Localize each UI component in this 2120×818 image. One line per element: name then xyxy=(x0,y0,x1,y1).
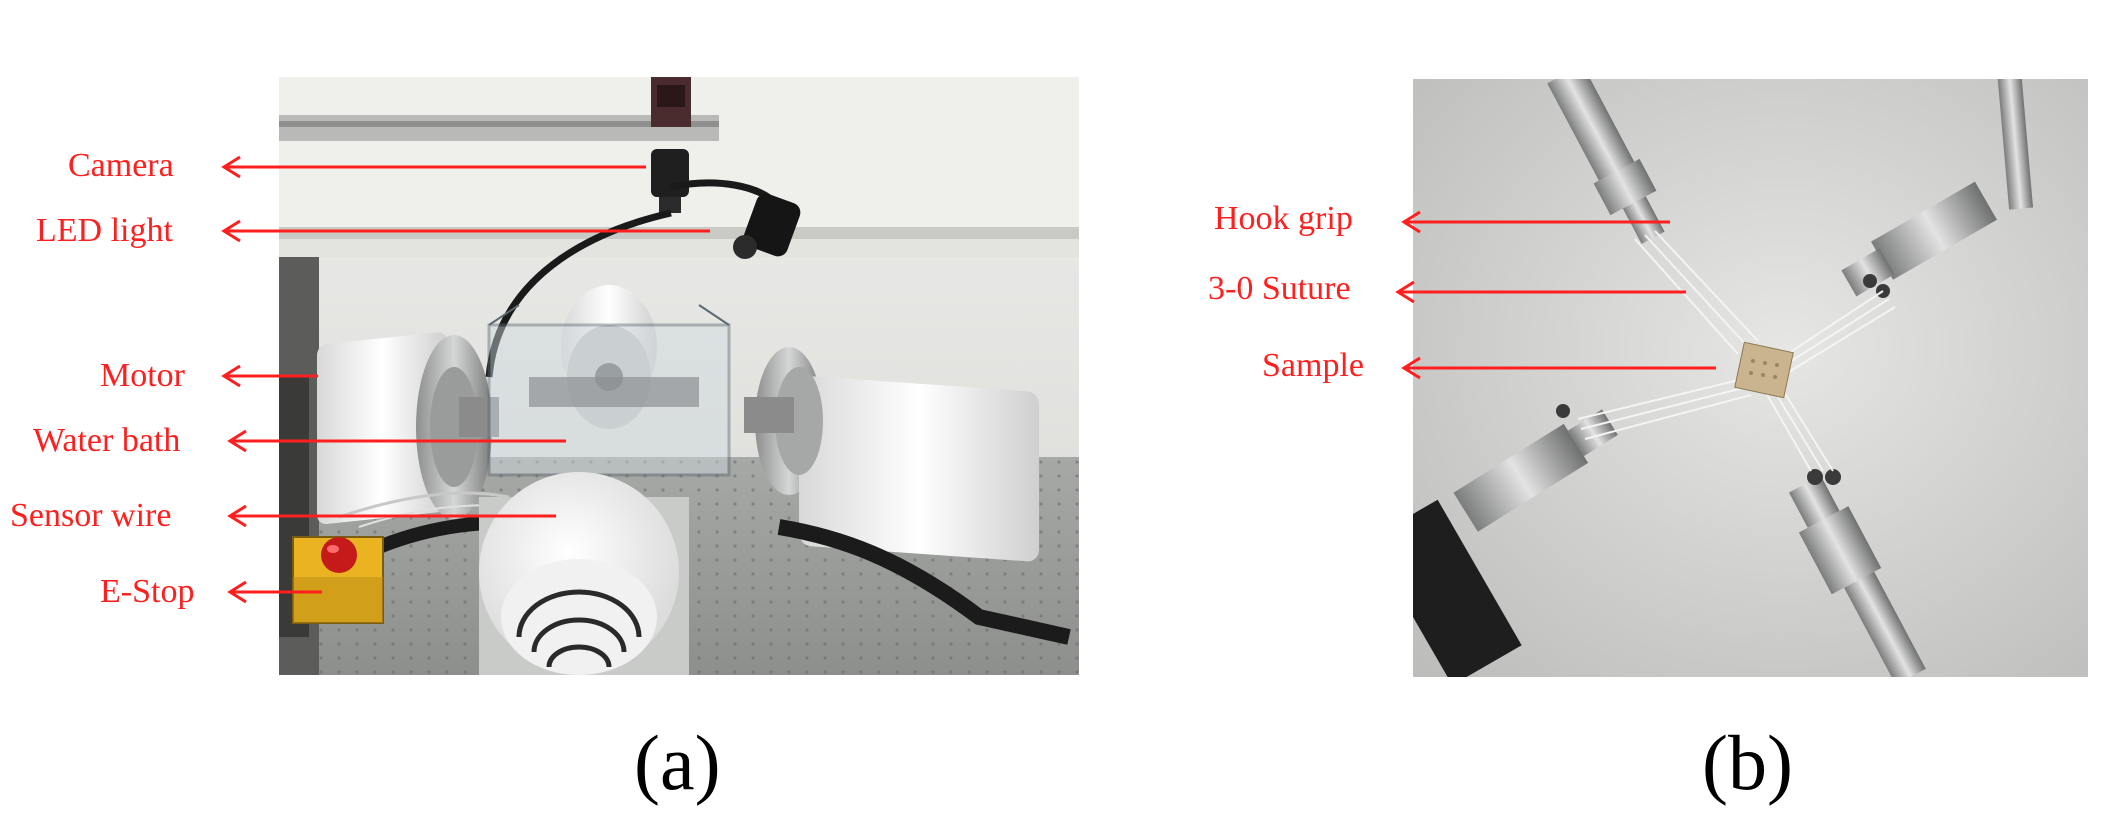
arrowhead-camera xyxy=(221,155,241,179)
arrowhead-sample xyxy=(1401,356,1421,380)
arrowhead-motor xyxy=(221,364,241,388)
label-e-stop: E-Stop xyxy=(100,573,195,610)
label-water-bath: Water bath xyxy=(33,422,181,459)
biaxial-grip-illustration xyxy=(1413,79,2088,677)
label-sample: Sample xyxy=(1262,347,1364,384)
arrowhead-hook-grip xyxy=(1401,210,1421,234)
label-hook-grip: Hook grip xyxy=(1214,200,1353,237)
arrowhead-e-stop xyxy=(227,580,247,604)
arrowhead-water-bath xyxy=(227,429,247,453)
arrowhead-sensor-wire xyxy=(227,504,247,528)
label-camera: Camera xyxy=(68,147,174,184)
label-led-light: LED light xyxy=(36,212,173,249)
panel-b-photo xyxy=(1413,79,2088,677)
arrowhead-led-light xyxy=(221,219,241,243)
caption-b: (b) xyxy=(1702,719,1793,806)
caption-a: (a) xyxy=(634,719,721,806)
label-motor: Motor xyxy=(100,357,185,394)
label-sensor-wire: Sensor wire xyxy=(10,497,172,534)
arrowhead-suture xyxy=(1395,280,1415,304)
panel-a-photo xyxy=(279,77,1079,675)
label-suture: 3-0 Suture xyxy=(1208,270,1351,307)
test-rig-illustration xyxy=(279,77,1079,675)
